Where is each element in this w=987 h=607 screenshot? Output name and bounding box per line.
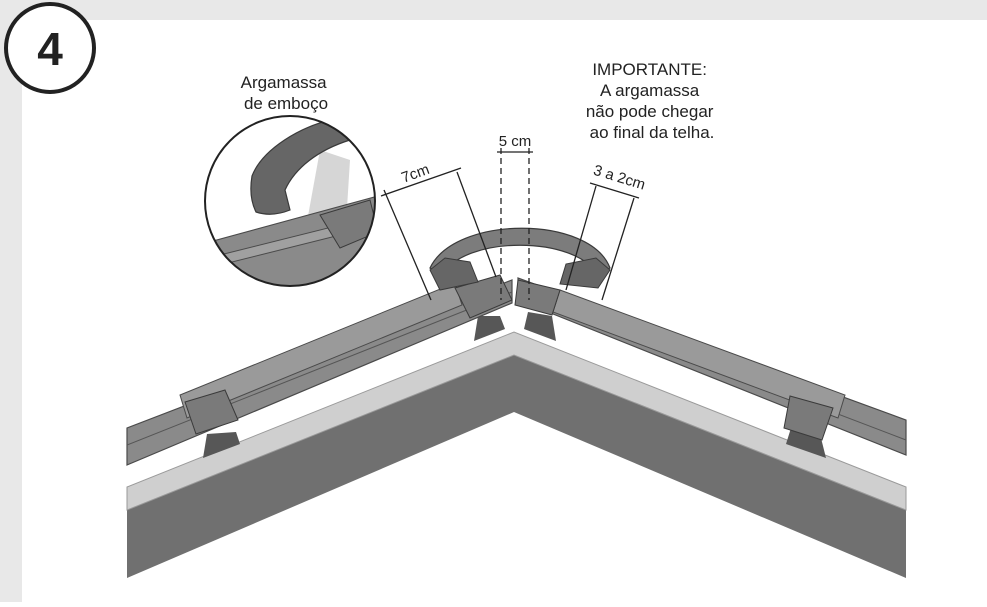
gap-guide (497, 148, 533, 300)
step-number: 4 (37, 23, 63, 75)
mortar-left (429, 257, 479, 291)
important-line3: não pode chegar (586, 102, 714, 121)
roof-rafter-dark (127, 355, 906, 578)
tile-interlock-left-top (454, 274, 513, 319)
tile-interlock-right (783, 395, 834, 441)
tile-row-right (514, 277, 907, 456)
note-line2: ripas superiores deve ser de 5cm. (386, 537, 642, 556)
edge-clearance-dimension (565, 182, 640, 301)
callout-label-line1: Argamassa (241, 73, 328, 92)
important-line4: ao final da telha. (590, 123, 715, 142)
frame-top-band (0, 0, 987, 20)
tile-row-left (126, 274, 513, 466)
callout-label-line2: de emboço (244, 94, 328, 113)
mortar-width-label: 7cm (399, 161, 431, 187)
detail-callout (204, 115, 376, 287)
note-line1: A distância entre as duas (417, 515, 607, 534)
important-title: IMPORTANTE: (592, 60, 707, 79)
step-badge: 4 (4, 2, 96, 94)
tile-interlock-right-top (514, 279, 561, 316)
edge-clearance-label: 3 a 2cm (591, 162, 647, 194)
callout-label: Argamassa de emboço (241, 73, 332, 113)
ridge-tile (429, 227, 611, 291)
batten-right-top (524, 312, 556, 341)
important-note: IMPORTANTE: A argamassa não pode chegar … (586, 60, 718, 142)
important-line2: A argamassa (600, 81, 700, 100)
frame-left-band (0, 0, 22, 602)
tile-interlock-left (184, 389, 239, 435)
batten-left-bottom (203, 432, 240, 458)
roof-layer-light (126, 331, 907, 511)
batten-left-top (474, 316, 505, 341)
mortar-width-dimension (380, 167, 497, 301)
gap-dimension-label: 5 cm (499, 133, 532, 150)
batten-distance-note: A distância entre as duas ripas superior… (386, 515, 642, 556)
